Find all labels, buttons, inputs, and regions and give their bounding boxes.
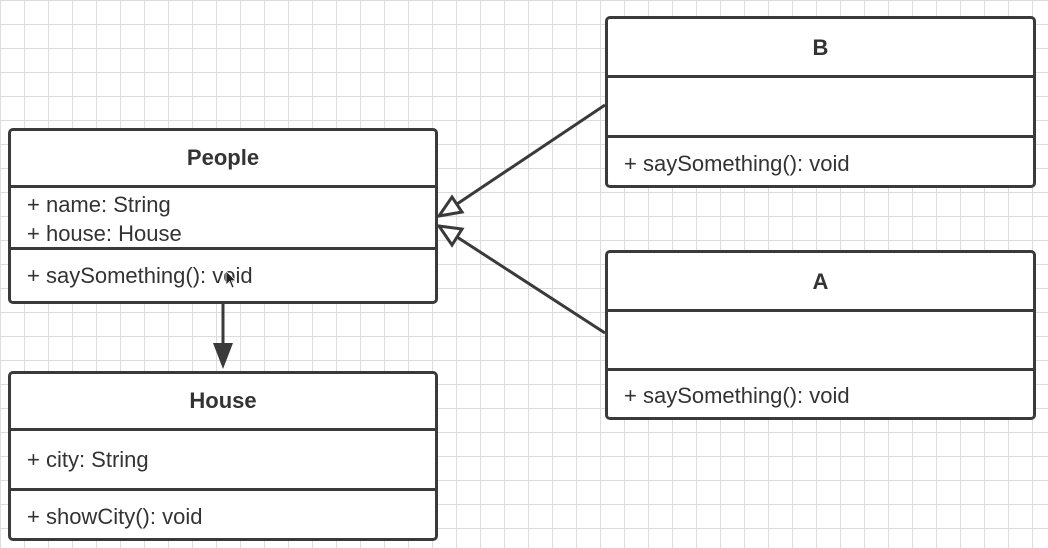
class-people[interactable]: People + name: String + house: House + s… <box>8 128 438 304</box>
class-house-operations: + showCity(): void <box>11 491 435 538</box>
class-b[interactable]: B + saySomething(): void <box>605 16 1036 188</box>
class-a[interactable]: A + saySomething(): void <box>605 250 1036 420</box>
class-people-operations: + saySomething(): void <box>11 250 435 301</box>
class-b-name: B <box>608 19 1033 78</box>
class-a-operations: + saySomething(): void <box>608 371 1033 417</box>
generalization-line-b-people <box>456 103 606 206</box>
mouse-pointer-icon <box>225 270 237 289</box>
class-a-attributes <box>608 312 1033 371</box>
class-house-name: House <box>11 374 435 431</box>
generalization-arrowhead-a <box>435 224 465 248</box>
operation-say-something: + saySomething(): void <box>27 263 253 288</box>
class-house-attributes: + city: String <box>11 431 435 491</box>
operation-say-something: + saySomething(): void <box>624 151 850 176</box>
class-b-operations: + saySomething(): void <box>608 138 1033 185</box>
class-people-name: People <box>11 131 435 188</box>
generalization-arrowhead-b <box>435 194 465 219</box>
association-arrowhead <box>213 343 233 369</box>
class-b-attributes <box>608 78 1033 138</box>
attribute-house: + house: House <box>27 221 182 246</box>
attribute-name: + name: String <box>27 192 171 217</box>
operation-say-something: + saySomething(): void <box>624 383 850 408</box>
class-people-attributes: + name: String + house: House <box>11 188 435 250</box>
class-house[interactable]: House + city: String + showCity(): void <box>8 371 438 541</box>
generalization-line-a-people <box>456 235 606 335</box>
operation-show-city: + showCity(): void <box>27 504 203 529</box>
class-a-name: A <box>608 253 1033 312</box>
attribute-city: + city: String <box>27 447 149 472</box>
